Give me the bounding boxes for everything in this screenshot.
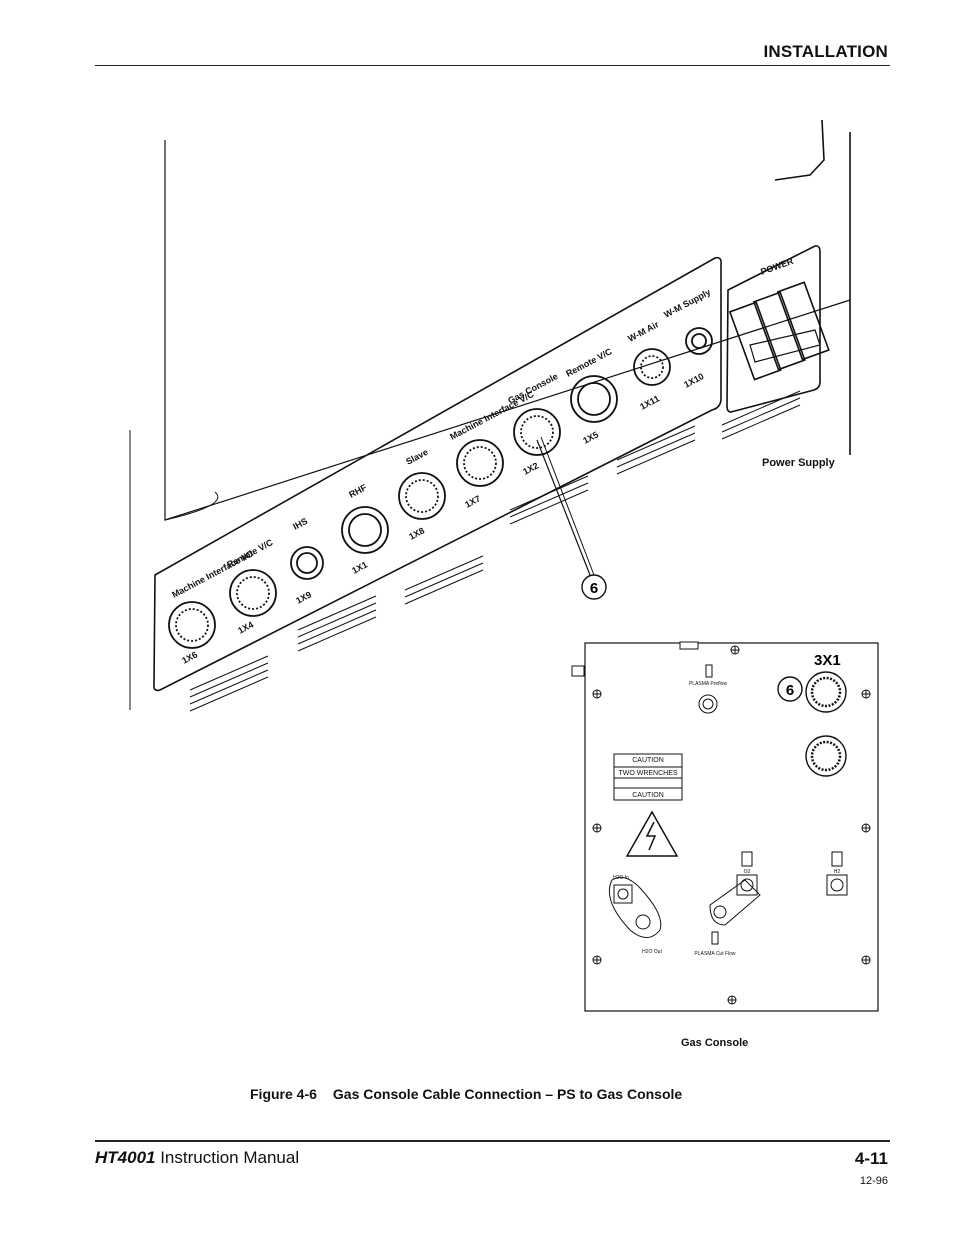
figure-caption: Figure 4-6 Gas Console Cable Connection –… bbox=[250, 1086, 682, 1102]
id-1x5: 1X5 bbox=[581, 429, 600, 445]
id-1x1: 1X1 bbox=[350, 559, 369, 575]
id-1x2: 1X2 bbox=[521, 460, 540, 476]
caution-bot: CAUTION bbox=[632, 792, 664, 799]
port-h2: H2 bbox=[834, 869, 841, 875]
label-rhf: RHF bbox=[347, 482, 368, 500]
revision-date: 12-96 bbox=[859, 1175, 888, 1187]
footer-manual-title: HT4001 Instruction Manual bbox=[95, 1148, 299, 1168]
id-1x11: 1X11 bbox=[638, 393, 661, 411]
id-1x4: 1X4 bbox=[236, 619, 255, 635]
page-number: 4-11 bbox=[854, 1149, 888, 1168]
port-h2o-in: H2O In bbox=[613, 875, 629, 881]
receptacle-3x1-label: 3X1 bbox=[814, 652, 841, 669]
port-o2: O2 bbox=[744, 869, 751, 875]
label-wm-supply: W-M Supply bbox=[662, 287, 712, 320]
id-1x10: 1X10 bbox=[682, 371, 705, 390]
label-remote-vc: Remote V/C bbox=[225, 537, 275, 570]
caution-top: CAUTION bbox=[632, 757, 664, 764]
id-1x8: 1X8 bbox=[407, 525, 426, 541]
header-rule bbox=[95, 65, 890, 66]
power-label: POWER bbox=[759, 256, 795, 277]
footer-manual: Instruction Manual bbox=[155, 1148, 300, 1167]
label-remote-vc-2: Remote V/C bbox=[564, 346, 614, 379]
label-wm-air: W-M Air bbox=[626, 319, 661, 344]
footer-model: HT4001 bbox=[95, 1148, 156, 1167]
id-1x9: 1X9 bbox=[294, 589, 313, 605]
power-supply-label: Power Supply bbox=[762, 457, 835, 469]
callout-6-console: 6 bbox=[786, 682, 794, 699]
callout-6-console-circle bbox=[777, 676, 803, 702]
section-title: INSTALLATION bbox=[763, 42, 888, 61]
port-h2o-out: H2O Out bbox=[642, 949, 662, 955]
figure-number: Figure 4-6 bbox=[250, 1086, 317, 1102]
label-gas-console: Gas Console bbox=[506, 371, 559, 406]
port-plasma-cut-flow: PLASMA Cut Flow bbox=[694, 951, 736, 957]
callout-6: 6 bbox=[590, 580, 598, 597]
figure-caption-text: Gas Console Cable Connection – PS to Gas… bbox=[332, 1086, 683, 1102]
label-ihs: IHS bbox=[291, 516, 309, 532]
port-plasma-preflow: PLASMA Preflow bbox=[689, 681, 727, 687]
gas-console-panel bbox=[584, 642, 879, 1012]
id-1x6: 1X6 bbox=[180, 649, 199, 665]
id-1x7: 1X7 bbox=[463, 493, 482, 509]
gas-console-label: Gas Console bbox=[681, 1037, 749, 1049]
label-slave: Slave bbox=[404, 447, 429, 467]
callout-6-circle bbox=[581, 574, 607, 600]
footer-rule bbox=[95, 1140, 890, 1142]
caution-mid: TWO WRENCHES bbox=[618, 770, 677, 777]
